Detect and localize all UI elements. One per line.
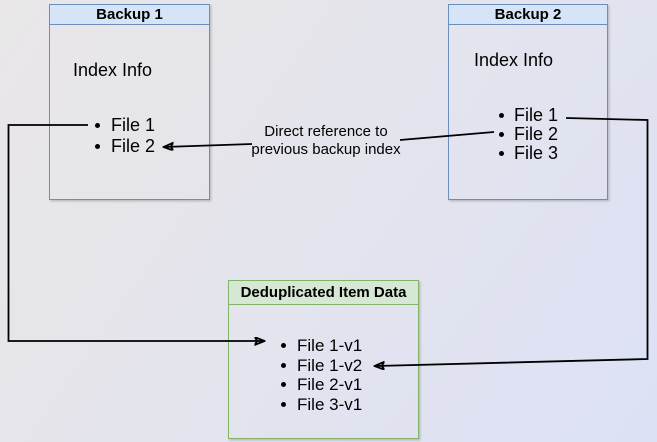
list-item: File 3 — [449, 144, 607, 163]
backup2-file-list: File 1 File 2 File 3 — [449, 106, 607, 163]
list-item: File 1-v1 — [229, 336, 418, 356]
dedup-box: Deduplicated Item Data File 1-v1 File 1-… — [228, 280, 419, 439]
backup1-index-info-label: Index Info — [73, 60, 153, 80]
list-item: File 1 — [50, 115, 209, 136]
backup1-title: Backup 1 — [50, 5, 209, 25]
list-item: File 2-v1 — [229, 375, 418, 395]
dedup-title: Deduplicated Item Data — [229, 281, 418, 305]
backup1-box: Backup 1 Index Info File 1 File 2 — [49, 4, 210, 200]
backup1-file-list: File 1 File 2 — [50, 115, 209, 157]
list-item: File 1 — [449, 106, 607, 125]
backup2-index-info-label: Index Info — [474, 50, 554, 70]
list-item: File 2 — [50, 136, 209, 157]
edge-label-line2: previous backup index — [251, 141, 401, 158]
list-item: File 2 — [449, 125, 607, 144]
backup2-box: Backup 2 Index Info File 1 File 2 File 3 — [448, 4, 608, 200]
dedup-item-list: File 1-v1 File 1-v2 File 2-v1 File 3-v1 — [229, 336, 418, 414]
edge-label-direct-reference: Direct reference to previous backup inde… — [240, 123, 412, 159]
edge-label-line1: Direct reference to — [264, 123, 388, 140]
backup2-title: Backup 2 — [449, 5, 607, 25]
list-item: File 1-v2 — [229, 356, 418, 376]
list-item: File 3-v1 — [229, 395, 418, 415]
